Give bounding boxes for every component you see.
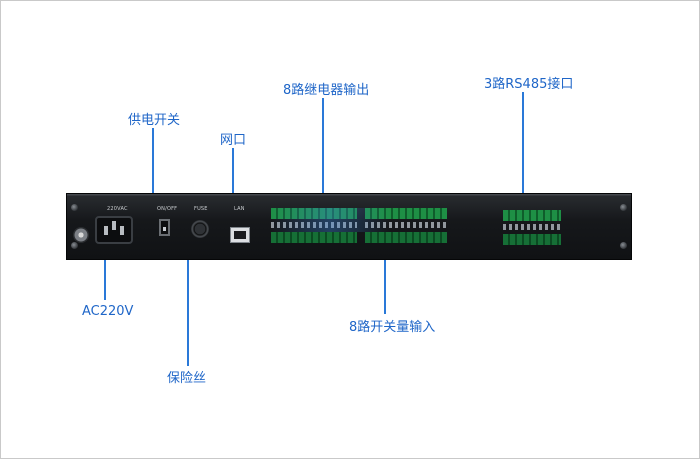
label-rs485: 3路RS485接口 bbox=[484, 77, 574, 92]
label-network-port: 网口 bbox=[220, 133, 247, 148]
lan-marking: LAN bbox=[234, 206, 245, 212]
rs485-terminal-bottom bbox=[503, 234, 561, 245]
screw-icon bbox=[620, 242, 627, 249]
rs485-terminal-top bbox=[503, 210, 561, 221]
screw-icon bbox=[620, 204, 627, 211]
fuse-holder bbox=[191, 220, 209, 238]
line-relay-output bbox=[322, 98, 324, 210]
watermark bbox=[270, 208, 390, 232]
relay-terminal-bottom bbox=[271, 232, 357, 243]
line-switch-input bbox=[384, 232, 386, 314]
power-switch bbox=[159, 219, 170, 236]
screw-icon bbox=[71, 204, 78, 211]
ac-marking: 220VAC bbox=[107, 206, 128, 212]
input-terminal-top bbox=[365, 208, 447, 219]
ground-terminal-icon bbox=[73, 227, 89, 243]
label-fuse: 保险丝 bbox=[167, 371, 207, 386]
lan-port bbox=[230, 227, 250, 243]
rs485-terminal-markings bbox=[503, 224, 561, 230]
input-terminal-markings bbox=[365, 222, 447, 228]
input-terminal-bottom bbox=[365, 232, 447, 243]
device-rear-panel: 220VAC ON/OFF FUSE LAN bbox=[66, 193, 632, 260]
label-relay-output: 8路继电器输出 bbox=[283, 83, 370, 98]
line-fuse bbox=[187, 238, 189, 366]
line-rs485 bbox=[522, 92, 524, 210]
line-ac-input bbox=[104, 242, 106, 300]
label-switch-input: 8路开关量输入 bbox=[349, 320, 436, 335]
relay-terminal-markings bbox=[271, 222, 357, 228]
screw-icon bbox=[71, 242, 78, 249]
panel-top-edge bbox=[67, 194, 631, 197]
label-ac-input: AC220V bbox=[82, 304, 134, 319]
ac-power-socket bbox=[95, 216, 133, 244]
line-network-port bbox=[232, 148, 234, 228]
line-power-switch bbox=[152, 128, 154, 216]
fuse-marking: FUSE bbox=[194, 206, 208, 212]
relay-terminal-top bbox=[271, 208, 357, 219]
label-power-switch: 供电开关 bbox=[128, 113, 181, 128]
switch-marking: ON/OFF bbox=[157, 206, 178, 212]
